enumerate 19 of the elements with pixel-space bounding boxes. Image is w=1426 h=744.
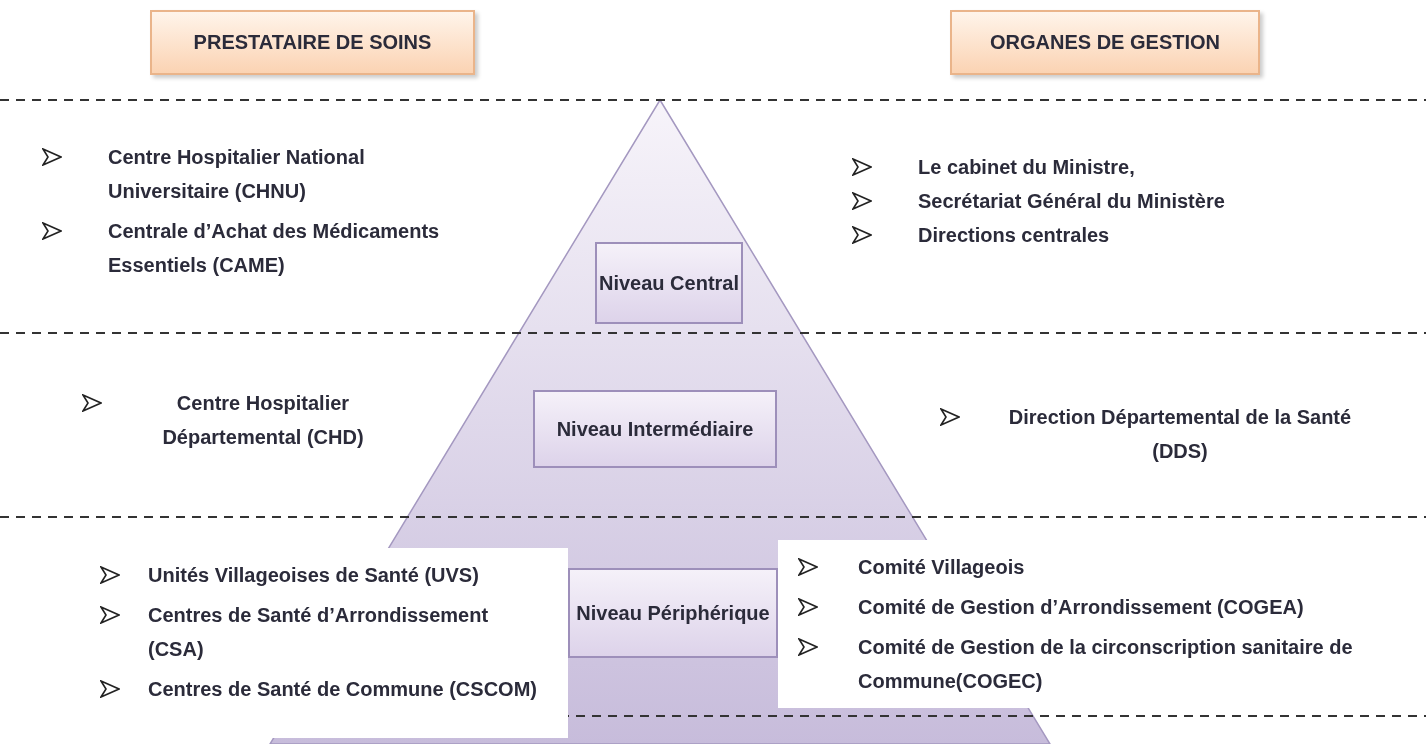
list-item-text: Le cabinet du Ministre, xyxy=(918,155,1135,180)
list-item-text: Centre Hospitalier Départemental (CHD) xyxy=(161,391,365,450)
level-box: Niveau Périphérique xyxy=(568,568,778,658)
list-item-text: Centres de Santé d’Arrondissement (CSA) xyxy=(148,603,490,662)
list-item-text: Comité de Gestion de la circonscription sanitaire de Commune(COGEC) xyxy=(858,635,1354,694)
list-item-text: Comité Villageois xyxy=(858,555,1025,580)
level-box: Niveau Central xyxy=(595,242,743,324)
column-header: PRESTATAIRE DE SOINS xyxy=(150,10,475,75)
list-item-text: Directions centrales xyxy=(918,223,1110,248)
list-item-text: Direction Départemental de la Santé (DDS) xyxy=(1007,405,1353,464)
level-box: Niveau Intermédiaire xyxy=(533,390,777,468)
list-item-text: Centre Hospitalier National Universitaire (CHNU) xyxy=(108,145,366,204)
column-header: ORGANES DE GESTION xyxy=(950,10,1260,75)
list-item-text: Centrale d’Achat des Médicaments Essentiels (CAME) xyxy=(108,219,441,278)
list-item-text: Centres de Santé de Commune (CSCOM) xyxy=(148,677,537,702)
list-item-text: Secrétariat Général du Ministère xyxy=(918,189,1225,214)
list-item-text: Unités Villageoises de Santé (UVS) xyxy=(148,563,479,588)
list-item-text: Comité de Gestion d’Arrondissement (COGEA) xyxy=(858,595,1304,620)
list-panel xyxy=(0,548,568,738)
